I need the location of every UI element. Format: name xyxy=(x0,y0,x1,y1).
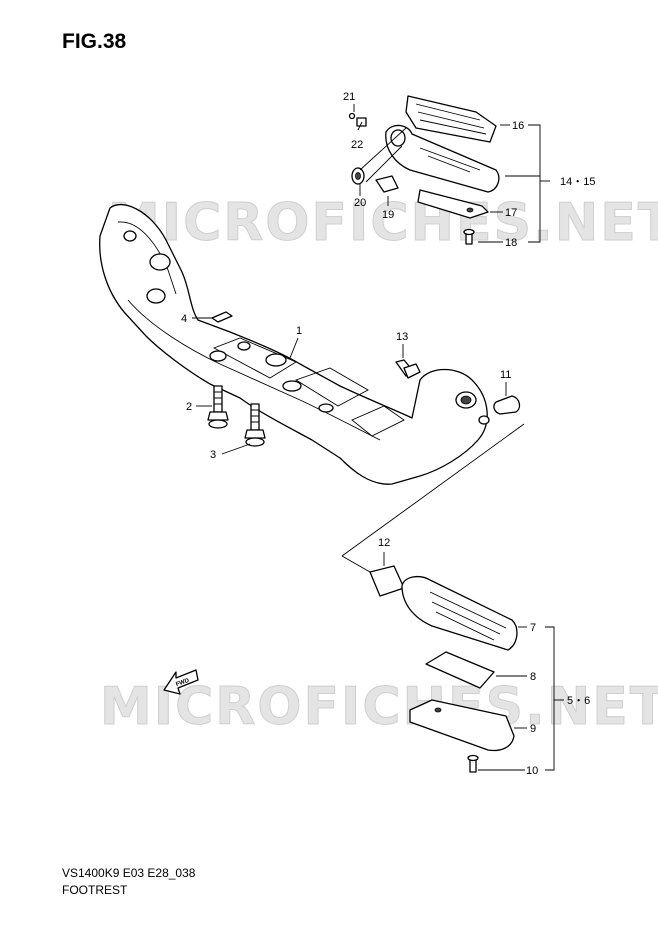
footrest-bracket xyxy=(99,203,490,485)
callout-20: 20 xyxy=(354,197,366,209)
callout-18: 18 xyxy=(505,237,517,249)
callout-3: 3 xyxy=(210,449,216,461)
bolt-13 xyxy=(395,359,421,379)
fwd-arrow-icon: FWD xyxy=(163,669,199,695)
clip-4 xyxy=(211,311,233,323)
callout-7: 7 xyxy=(530,622,536,634)
callout-11: 11 xyxy=(500,369,511,381)
bolt-3 xyxy=(244,403,266,447)
callout-4: 4 xyxy=(181,313,187,325)
figure-code: VS1400K9 E03 E28_038 xyxy=(62,866,196,880)
callout-2: 2 xyxy=(186,401,192,413)
fwd-label: FWD xyxy=(175,678,191,689)
callout-13: 13 xyxy=(396,331,408,343)
callout-22: 22 xyxy=(351,139,363,151)
callout-labels: 1 2 3 4 5・6 7 8 9 10 11 12 13 14・15 16 1… xyxy=(181,91,595,777)
bolt-2 xyxy=(207,385,229,429)
footpeg-assembly-upper xyxy=(348,95,500,245)
callout-16: 16 xyxy=(512,120,524,132)
figure-caption: FOOTREST xyxy=(62,883,128,897)
callout-21: 21 xyxy=(343,91,355,103)
callout-8: 8 xyxy=(530,671,536,683)
callout-9: 9 xyxy=(530,723,536,735)
callout-17: 17 xyxy=(505,207,517,219)
footpeg-assembly-lower xyxy=(369,565,518,773)
callout-14-15: 14・15 xyxy=(560,176,595,188)
callout-19: 19 xyxy=(382,209,394,221)
callout-5-6: 5・6 xyxy=(567,695,590,707)
watermark-upper: MICROFICHES.NET xyxy=(108,193,658,253)
figure-title: FIG.38 xyxy=(62,30,127,53)
callout-1: 1 xyxy=(296,325,302,337)
callout-12: 12 xyxy=(378,537,390,549)
watermark-lower: MICROFICHES.NET xyxy=(100,677,658,737)
cap-11 xyxy=(493,395,521,415)
leader-lines xyxy=(192,104,564,771)
callout-10: 10 xyxy=(526,765,538,777)
